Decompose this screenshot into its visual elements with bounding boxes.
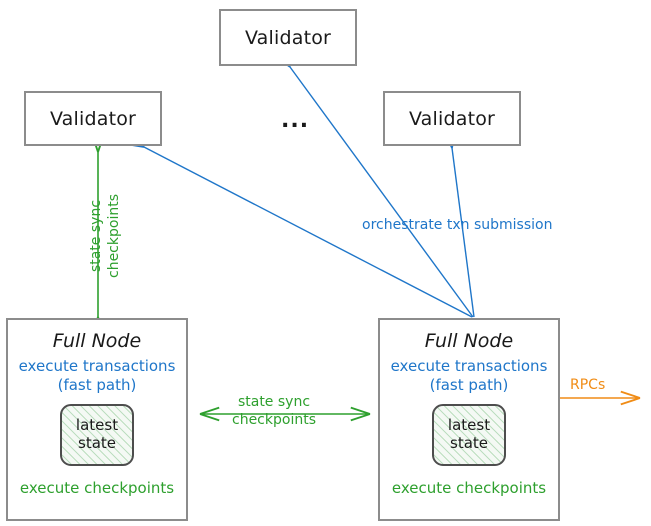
fullnode-right-execute-line1: execute transactions — [390, 357, 548, 375]
edge-label-orchestrate: orchestrate txn submission — [362, 217, 553, 233]
edge-label-state-sync-vertical-line1: state sync — [88, 199, 104, 273]
validator-right-label: Validator — [408, 107, 496, 130]
fullnode-left[interactable]: Full Node execute transactions (fast pat… — [6, 318, 188, 521]
edge-label-rpcs: RPCs — [570, 377, 606, 393]
fullnode-right-state-line2: state — [450, 433, 488, 452]
validator-node-top[interactable]: Validator — [219, 9, 357, 66]
fullnode-left-checkpoints: execute checkpoints — [19, 478, 175, 497]
edge-label-state-sync-horizontal-line2: checkpoints — [232, 411, 316, 428]
validator-top-label: Validator — [244, 26, 332, 49]
validator-node-left[interactable]: Validator — [24, 91, 162, 146]
fullnode-right-latest-state-box[interactable]: latest state — [432, 403, 506, 466]
fullnode-right-execute: execute transactions (fast path) — [391, 357, 548, 395]
fullnode-right-execute-line2: (fast path) — [429, 375, 509, 394]
fullnode-left-state-line2: state — [78, 433, 116, 452]
fullnode-right-state-line1: latest — [447, 416, 491, 435]
fullnode-right[interactable]: Full Node execute transactions (fast pat… — [378, 318, 560, 521]
edge-label-state-sync-vertical-line2: checkpoints — [105, 194, 122, 278]
edge-label-state-sync-horizontal-line1: state sync — [237, 394, 311, 410]
fullnode-left-execute-line1: execute transactions — [18, 357, 176, 375]
validator-left-label: Validator — [49, 107, 137, 130]
validator-node-right[interactable]: Validator — [383, 91, 521, 146]
fullnode-right-title: Full Node — [424, 330, 514, 352]
fullnode-left-state-line1: latest — [75, 416, 119, 435]
edge-label-state-sync-vertical: state sync checkpoints — [88, 194, 123, 278]
fullnode-left-execute: execute transactions (fast path) — [19, 357, 176, 395]
edge-label-state-sync-horizontal: state sync checkpoints — [232, 394, 316, 429]
fullnode-left-execute-line2: (fast path) — [57, 375, 137, 394]
validators-ellipsis: ... — [281, 108, 310, 133]
fullnode-right-checkpoints: execute checkpoints — [391, 478, 547, 497]
fullnode-left-title: Full Node — [52, 330, 142, 352]
fullnode-left-latest-state-box[interactable]: latest state — [60, 403, 134, 466]
